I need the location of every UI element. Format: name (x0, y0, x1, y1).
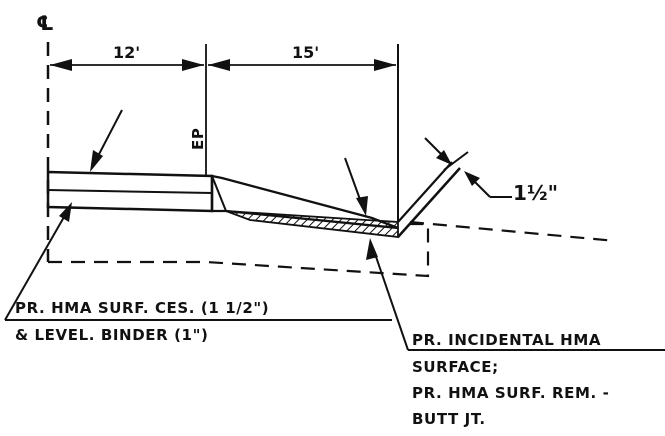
wedge-inner-line (211, 175, 227, 212)
arrowhead (182, 59, 204, 71)
shoulder-overlay-top (397, 161, 453, 223)
edge-of-pavement-label: EP (189, 128, 207, 150)
butt-joint-hatch (225, 210, 399, 239)
arrowhead (90, 150, 103, 172)
overlay-leader (95, 109, 123, 161)
arrowhead (59, 202, 72, 222)
callout-left-line2: & LEVEL. BINDER (1") (15, 326, 208, 344)
dimension-12-label: 12' (113, 43, 140, 62)
callout-right-line1: PR. INCIDENTAL HMA (412, 331, 601, 349)
thickness-label: 1½" (513, 181, 558, 205)
centerline-symbol: ℄ (36, 11, 54, 35)
callout-right-line2: SURFACE; (412, 358, 499, 376)
dimension-15-label: 15' (292, 43, 319, 62)
callout-right-leader (372, 247, 409, 351)
shoulder-slope-dashed (409, 220, 617, 243)
callout-right-line3: PR. HMA SURF. REM. - (412, 384, 609, 402)
callout-left-line1: PR. HMA SURF. CES. (1 1/2") (15, 299, 269, 317)
arrowhead (464, 171, 480, 186)
wedge-leader (344, 157, 363, 206)
arrowhead (374, 59, 396, 71)
arrowhead (356, 196, 368, 216)
shoulder-overlay (397, 167, 461, 238)
arrowhead (366, 238, 378, 260)
callout-right-line4: BUTT JT. (412, 410, 486, 428)
arrowhead (436, 150, 452, 165)
callout-left-leader (4, 209, 69, 321)
shoulder-end-cap (443, 151, 469, 171)
pavement-overlay-midline (47, 189, 213, 194)
arrowhead (208, 59, 230, 71)
arrowhead (50, 59, 72, 71)
